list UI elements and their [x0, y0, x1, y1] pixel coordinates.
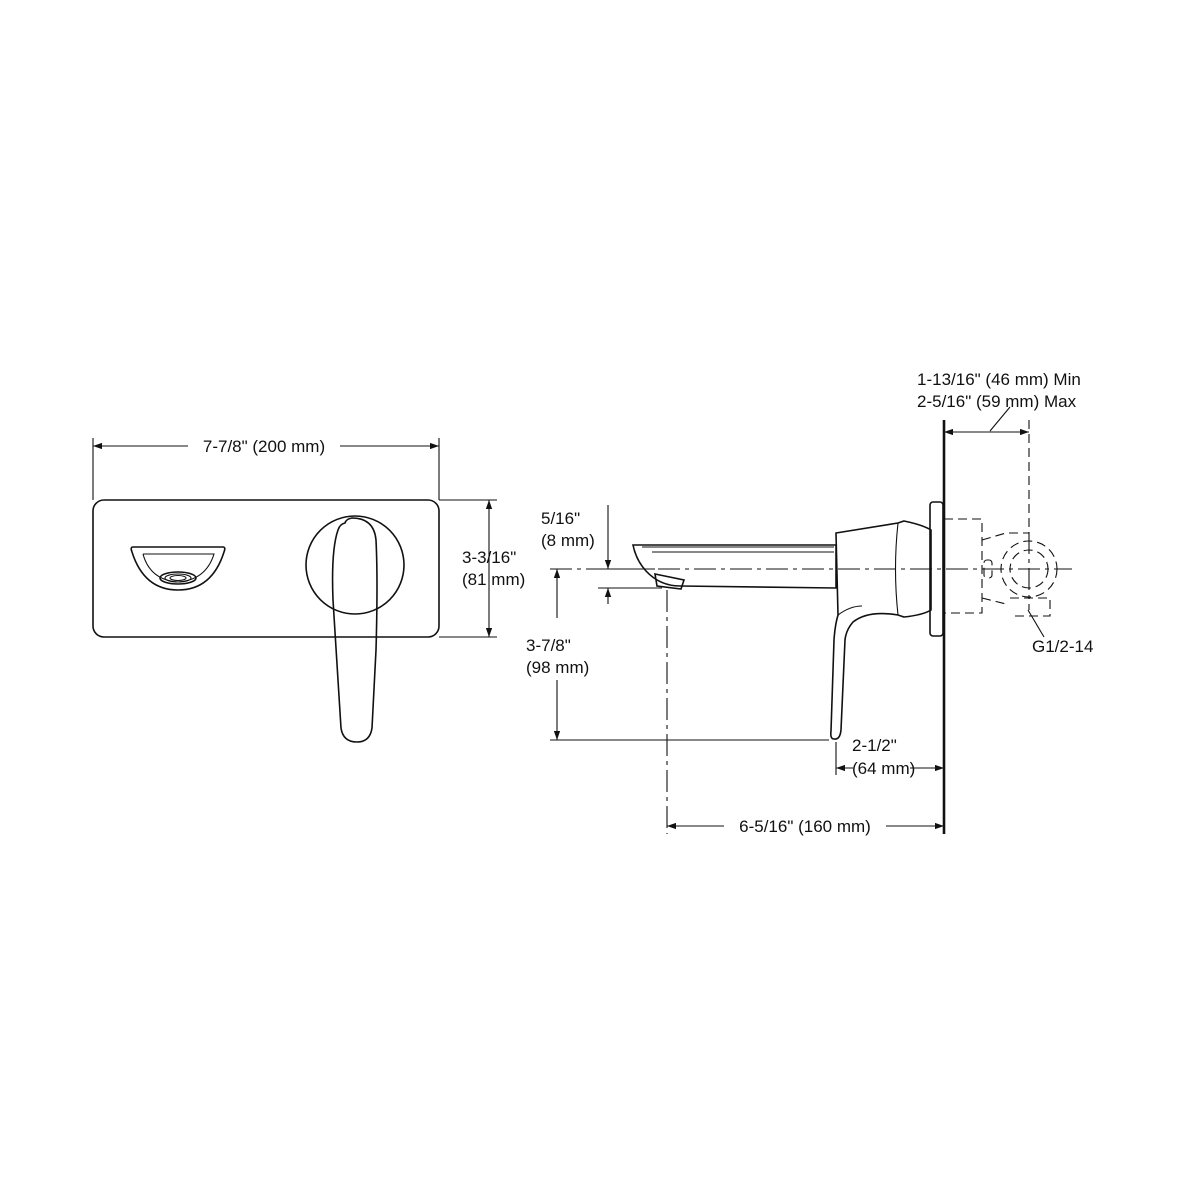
rough-in-valve — [944, 420, 1058, 617]
thread-spec-label: G1/2-14 — [1032, 637, 1093, 656]
dim-spout-offset-in: 5/16" — [541, 509, 580, 528]
dim-wall-depth-max: 2-5/16" (59 mm) Max — [917, 392, 1077, 411]
front-view — [92, 438, 497, 743]
dim-handle-projection-mm: (64 mm) — [852, 759, 915, 778]
dim-plate-width: 7-7/8" (200 mm) — [203, 437, 325, 456]
dim-spout-reach: 6-5/16" (160 mm) — [739, 817, 871, 836]
dim-spout-height-mm: (98 mm) — [526, 658, 589, 677]
handle-escutcheon — [305, 515, 405, 615]
cover-plate — [92, 499, 440, 638]
dim-spout-offset-mm: (8 mm) — [541, 531, 595, 550]
spout-outlet — [130, 546, 226, 591]
lever-handle — [331, 517, 378, 743]
handle-side — [830, 520, 932, 740]
dim-wall-depth-min: 1-13/16" (46 mm) Min — [917, 370, 1081, 389]
spout-body — [632, 544, 837, 589]
dim-plate-height-mm: (81 mm) — [462, 570, 525, 589]
side-view — [550, 406, 1072, 834]
dim-spout-height-in: 3-7/8" — [526, 636, 571, 655]
dim-plate-height-in: 3-3/16" — [462, 548, 516, 567]
dim-handle-projection-in: 2-1/2" — [852, 736, 897, 755]
